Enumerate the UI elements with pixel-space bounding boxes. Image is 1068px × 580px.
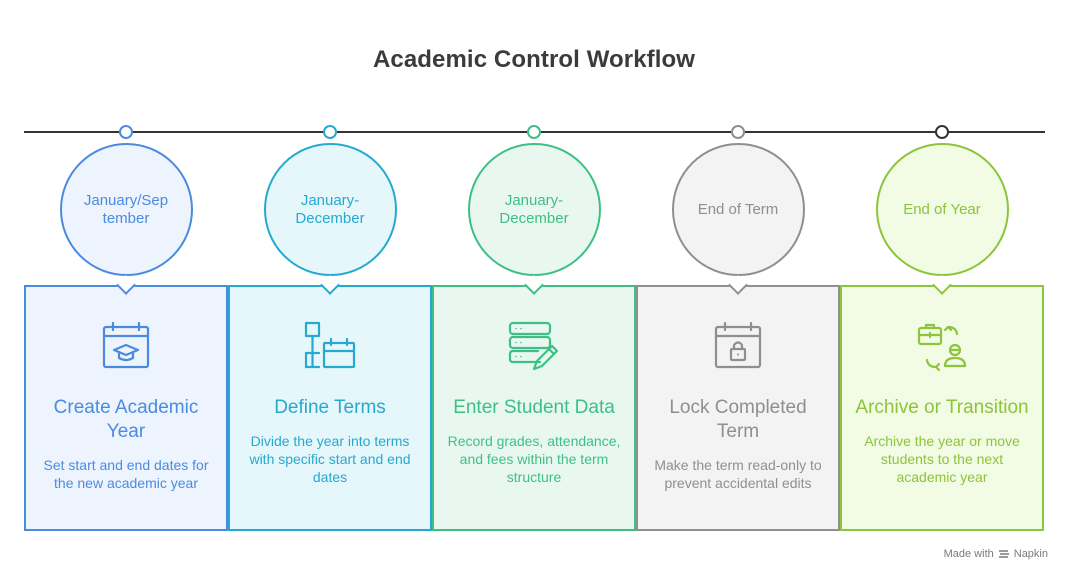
footer-brand: Napkin: [1013, 548, 1048, 560]
time-circle: End of Term: [671, 143, 805, 276]
timeline-dot: [527, 125, 541, 139]
time-label: January-December: [499, 191, 569, 227]
time-circle: January/September: [59, 143, 193, 276]
footer: Made with Napkin: [944, 548, 1048, 560]
time-circle: End of Year: [875, 143, 1009, 276]
diagram-title: Academic Control Workflow: [372, 46, 696, 73]
step-title: Lock Completed Term: [669, 397, 807, 442]
time-label: End of Term: [697, 200, 779, 218]
card-notch: [116, 275, 136, 295]
timeline-dot: [119, 125, 133, 139]
card-notch: [320, 275, 340, 295]
step-title: Enter Student Data: [453, 397, 615, 418]
card-notch: [932, 275, 952, 295]
time-circle: January-December: [263, 143, 397, 276]
database-pencil-icon: [506, 319, 562, 375]
time-label: January-December: [295, 191, 365, 227]
step-description: Record grades, attendance, and fees with…: [447, 433, 621, 485]
step-description: Divide the year into terms with specific…: [249, 433, 411, 485]
step-description: Archive the year or move students to the…: [864, 433, 1020, 485]
step-description: Set start and end dates for the new acad…: [43, 457, 209, 491]
step-title: Archive or Transition: [855, 397, 1029, 418]
calendar-lock-icon: [710, 319, 766, 375]
card-notch: [728, 275, 748, 295]
time-label: January/September: [83, 191, 169, 227]
calendar-graduation-cap-icon: [98, 319, 154, 375]
terms-calendar-icon: [302, 319, 358, 375]
briefcase-transfer-icon: [914, 319, 970, 375]
footer-made-with: Made with: [943, 548, 994, 560]
time-circle: January-December: [467, 143, 601, 276]
time-label: End of Year: [903, 200, 981, 218]
step-description: Make the term read-only to prevent accid…: [654, 457, 822, 491]
card-notch: [524, 275, 544, 295]
timeline-dot: [935, 125, 949, 139]
timeline-dot: [323, 125, 337, 139]
timeline-dot: [731, 125, 745, 139]
step-title: Create Academic Year: [53, 397, 199, 442]
napkin-logo-icon: [998, 550, 1009, 558]
step-title: Define Terms: [274, 397, 386, 418]
